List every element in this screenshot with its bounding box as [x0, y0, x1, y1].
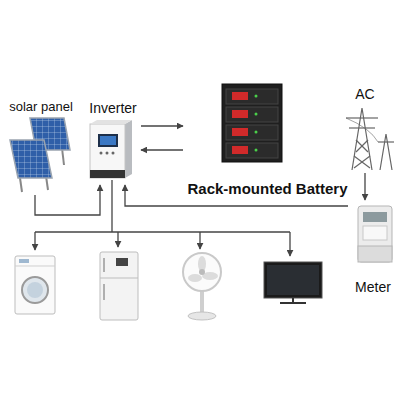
fridge-picture: [100, 252, 138, 320]
device-label: Meter: [354, 279, 392, 295]
inverter-picture: [90, 120, 132, 178]
tv-picture: [264, 262, 322, 303]
device-label: Rack-mounted Battery: [186, 180, 348, 197]
device-node: AC: [335, 86, 395, 173]
power-connector: [141, 149, 183, 150]
washing-machine-picture: [15, 256, 55, 314]
battery-rack-picture: [222, 84, 282, 162]
device-node: solar panel: [4, 100, 78, 195]
solar-panel-picture: [10, 118, 70, 192]
device-node: Inverter: [85, 100, 141, 185]
meter-picture: [358, 206, 392, 262]
device-node: Meter: [348, 200, 398, 295]
device-label: AC: [354, 86, 375, 102]
device-label: Inverter: [88, 100, 137, 116]
power-connector: [364, 173, 365, 200]
power-connector: [35, 185, 100, 215]
power-tower-picture: [346, 108, 394, 170]
device-label: solar panel: [8, 100, 74, 115]
device-node: Rack-mounted Battery: [183, 82, 352, 197]
fan-picture: [183, 253, 221, 320]
power-connector: [141, 125, 183, 126]
